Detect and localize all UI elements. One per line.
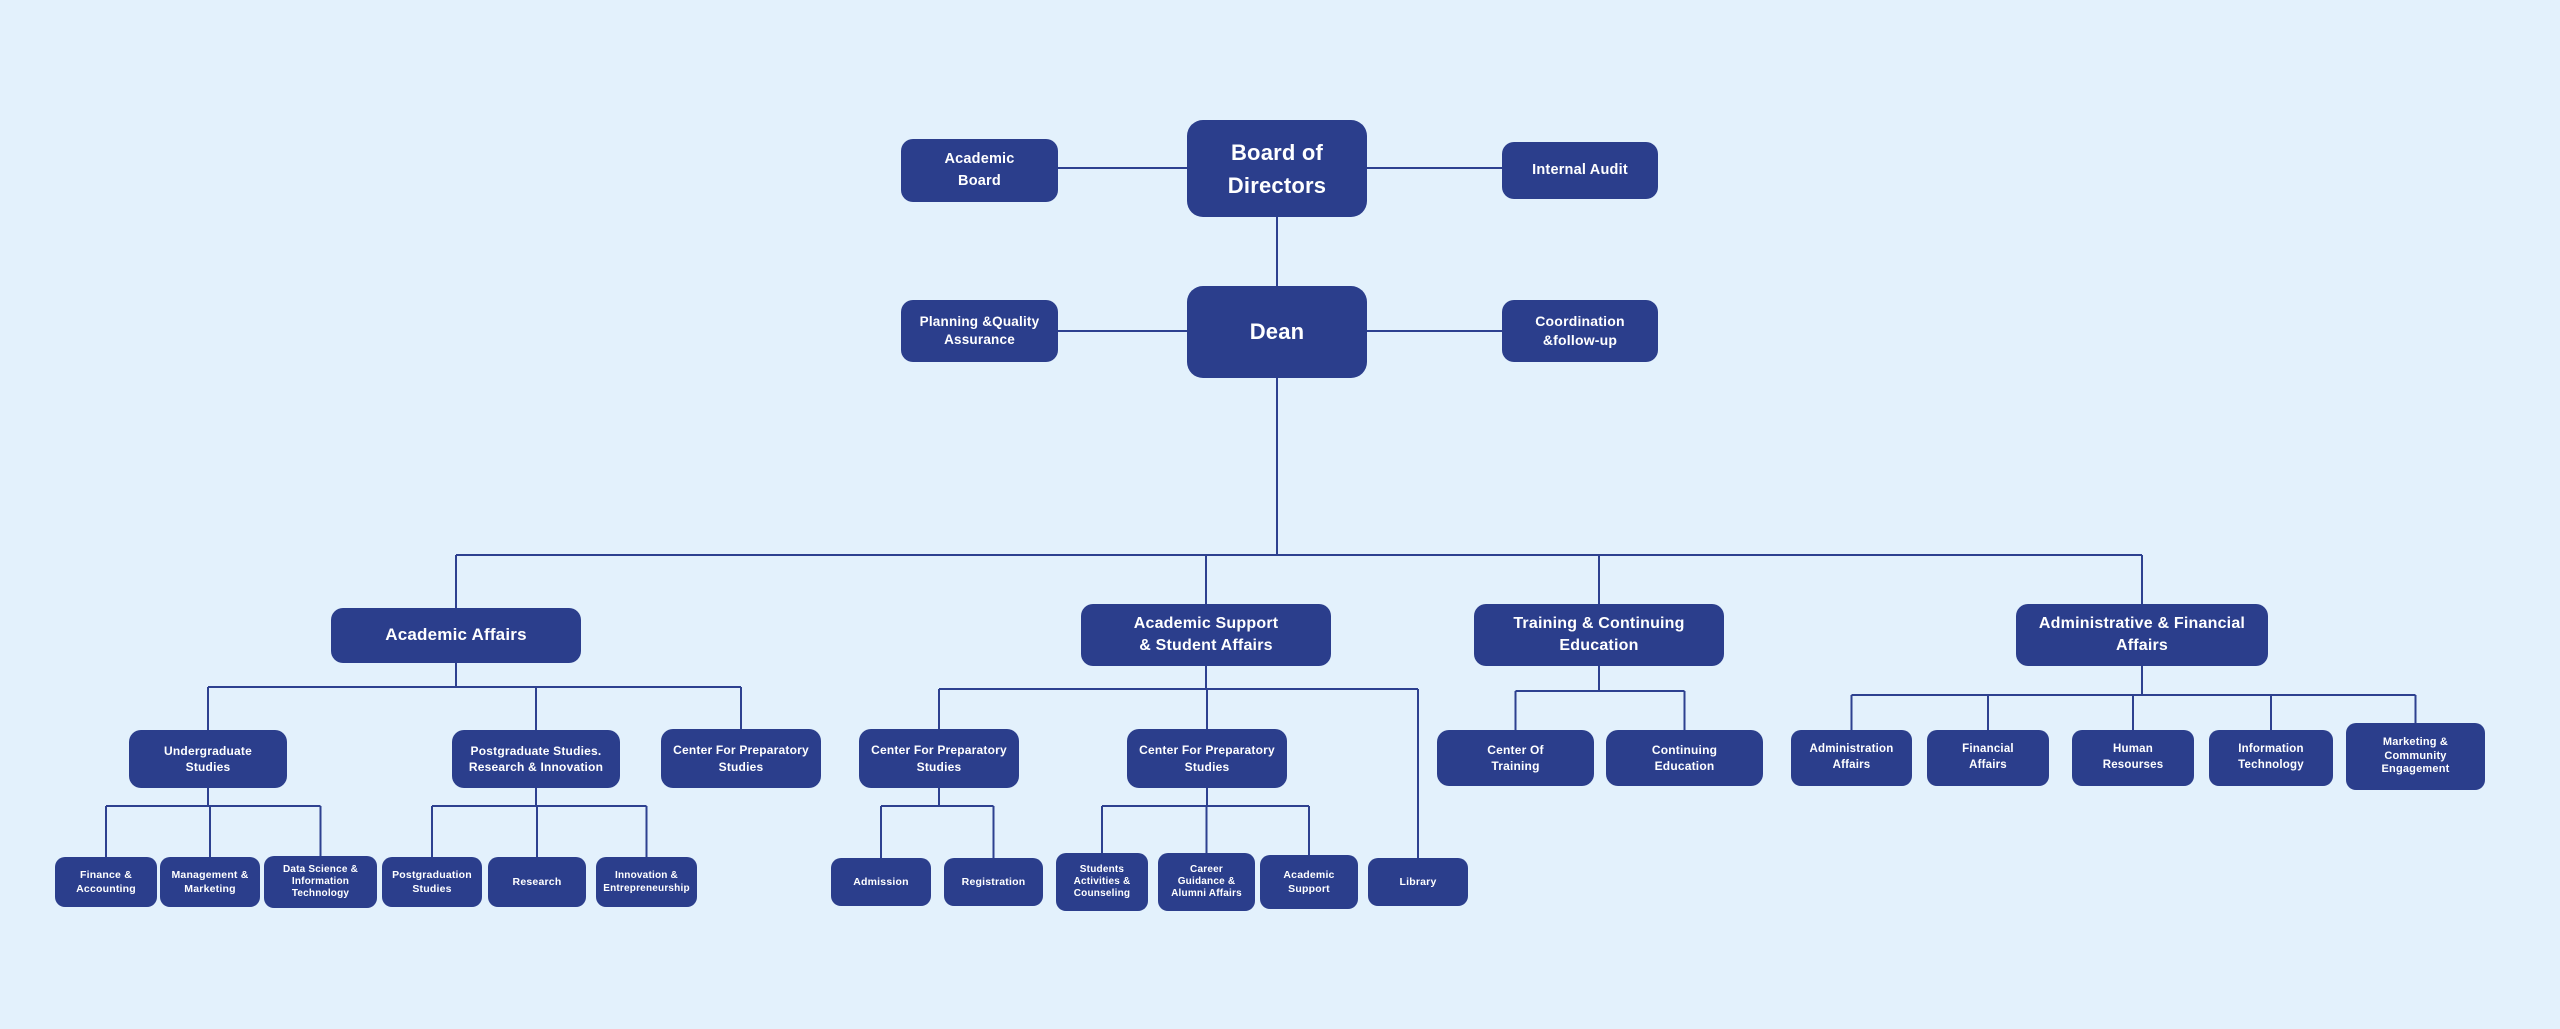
org-node-label: Internal Audit (1532, 161, 1628, 178)
org-node-registration: Registration (944, 858, 1043, 906)
org-node-dean: Dean (1187, 286, 1367, 378)
org-node-label: Management & Marketing (171, 868, 249, 895)
org-node-label: Registration (961, 875, 1026, 888)
org-node-label: Administration Affairs (1809, 743, 1894, 771)
org-node-academic-support: Academic Support (1260, 855, 1358, 909)
org-node-label: Board of Directors (1227, 139, 1327, 198)
org-node-academic-board: Academic Board (901, 139, 1058, 202)
org-node-marketing-community-engagement: Marketing & Community Engagement (2346, 723, 2485, 790)
org-node-human-resourses: Human Resourses (2072, 730, 2194, 786)
org-node-label: Library (1399, 875, 1437, 888)
org-node-finance-accounting: Finance & Accounting (55, 857, 157, 907)
org-node-label: Academic Support & Student Affairs (1133, 615, 1279, 654)
org-node-label: Postgraduate Studies. Research & Innovat… (468, 743, 604, 774)
org-node-continuing-education: Continuing Education (1606, 730, 1763, 786)
org-node-center-for-preparatory-studies-3: Center For Preparatory Studies (1127, 729, 1287, 788)
org-node-academic-affairs: Academic Affairs (331, 608, 581, 663)
org-node-label: Finance & Accounting (76, 868, 136, 895)
org-node-label: Information Technology (2238, 743, 2304, 771)
org-node-label: Administrative & Financial Affairs (2038, 615, 2246, 654)
org-node-label: Planning &Quality Assurance (919, 313, 1040, 347)
org-node-career-guidance-alumni-affairs: Career Guidance & Alumni Affairs (1158, 853, 1255, 911)
org-node-center-for-preparatory-studies-2: Center For Preparatory Studies (859, 729, 1019, 788)
org-node-center-for-preparatory-studies-1: Center For Preparatory Studies (661, 729, 821, 788)
org-node-label: Career Guidance & Alumni Affairs (1171, 863, 1242, 900)
org-node-label: Center For Preparatory Studies (1139, 743, 1275, 774)
org-node-label: Center For Preparatory Studies (673, 743, 809, 774)
org-node-center-of-training: Center Of Training (1437, 730, 1594, 786)
org-node-label: Center Of Training (1487, 742, 1544, 773)
org-node-planning-quality-assurance: Planning &Quality Assurance (901, 300, 1058, 362)
org-node-management-marketing: Management & Marketing (160, 857, 260, 907)
org-node-label: Admission (853, 875, 909, 888)
org-node-board-of-directors: Board of Directors (1187, 120, 1367, 217)
org-node-administrative-financial-affairs: Administrative & Financial Affairs (2016, 604, 2268, 666)
org-node-label: Innovation & Entrepreneurship (603, 869, 690, 895)
org-node-administration-affairs: Administration Affairs (1791, 730, 1912, 786)
org-node-students-activities-counseling: Students Activities & Counseling (1056, 853, 1148, 911)
org-node-internal-audit: Internal Audit (1502, 142, 1658, 199)
org-node-label: Financial Affairs (1962, 743, 2014, 771)
org-node-data-science-information-technology: Data Science & Information Technology (264, 856, 377, 908)
org-node-financial-affairs: Financial Affairs (1927, 730, 2049, 786)
org-node-information-technology: Information Technology (2209, 730, 2333, 786)
org-node-label: Center For Preparatory Studies (871, 743, 1007, 774)
org-node-label: Marketing & Community Engagement (2381, 736, 2450, 776)
org-node-label: Human Resourses (2102, 743, 2164, 771)
org-node-label: Research (512, 875, 562, 888)
org-node-library: Library (1368, 858, 1468, 906)
org-node-label: Dean (1249, 319, 1305, 345)
org-node-label: Coordination &follow-up (1535, 313, 1625, 348)
org-node-training-continuing-education: Training & Continuing Education (1474, 604, 1724, 666)
org-node-label: Academic Board (944, 150, 1015, 189)
org-node-label: Students Activities & Counseling (1073, 863, 1131, 900)
org-node-undergraduate-studies: Undergraduate Studies (129, 730, 287, 788)
org-node-label: Training & Continuing Education (1513, 615, 1685, 654)
org-node-innovation-entrepreneurship: Innovation & Entrepreneurship (596, 857, 697, 907)
org-node-postgraduation-studies: Postgraduation Studies (382, 857, 482, 907)
org-node-admission: Admission (831, 858, 931, 906)
org-node-label: Data Science & Information Technology (282, 863, 359, 900)
org-node-postgraduate-studies-research-innovation: Postgraduate Studies. Research & Innovat… (452, 730, 620, 788)
org-node-academic-support-student-affairs: Academic Support & Student Affairs (1081, 604, 1331, 666)
org-node-label: Undergraduate Studies (164, 743, 252, 774)
org-node-label: Continuing Education (1651, 742, 1718, 773)
org-node-label: Academic Support (1283, 868, 1335, 895)
org-node-coordination-follow-up: Coordination &follow-up (1502, 300, 1658, 362)
org-node-research: Research (488, 857, 586, 907)
org-node-label: Academic Affairs (385, 625, 527, 645)
org-node-label: Postgraduation Studies (392, 868, 472, 895)
